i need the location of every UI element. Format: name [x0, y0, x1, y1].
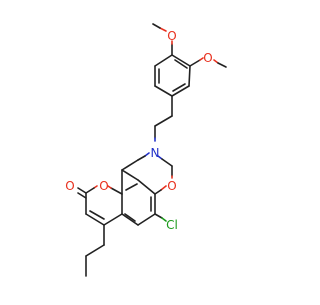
methoxy-side-oxygen-label: O — [203, 51, 212, 65]
bond — [103, 213, 123, 226]
bond — [121, 169, 139, 181]
bond — [154, 213, 163, 219]
bond — [107, 185, 112, 189]
bond — [154, 54, 173, 67]
bond — [160, 185, 167, 191]
bond — [157, 155, 163, 160]
nitrogen-label: N — [151, 146, 160, 160]
bond — [137, 179, 156, 195]
bond — [189, 59, 201, 67]
methoxy-top-oxygen-label: O — [167, 29, 176, 43]
structure-canvas: O O — [65, 23, 227, 277]
bond — [152, 23, 161, 29]
double-bond — [172, 83, 186, 92]
bond — [137, 155, 146, 161]
double-bond — [124, 213, 136, 222]
bond — [121, 159, 139, 171]
carbonyl-oxygen-label: O — [65, 179, 74, 193]
bond — [213, 59, 219, 64]
bond — [137, 213, 156, 226]
bond — [85, 244, 105, 257]
oxazine-oxygen-label: O — [167, 179, 176, 193]
bond — [85, 213, 105, 226]
ethyl-linker — [154, 95, 173, 142]
chloro-substituent: Cl — [154, 213, 178, 232]
bond — [121, 213, 139, 226]
bond — [199, 57, 204, 61]
double-bond — [77, 192, 87, 199]
bond — [171, 54, 191, 67]
bond — [154, 189, 162, 195]
bond — [110, 187, 123, 195]
bond — [154, 85, 173, 97]
bond — [188, 65, 191, 87]
molecule-structure: O O — [65, 23, 227, 277]
bond — [85, 187, 95, 194]
bond — [154, 115, 173, 127]
bond — [217, 62, 227, 68]
pyranone-ring: O — [85, 179, 123, 226]
double-bond — [174, 59, 188, 69]
bond — [171, 85, 190, 97]
bond — [144, 152, 150, 157]
methoxy-top: O — [152, 23, 177, 56]
bond — [161, 158, 173, 167]
pyranone-oxygen-label: O — [99, 179, 108, 193]
double-bond — [125, 183, 138, 191]
bond — [77, 187, 87, 194]
bond — [161, 217, 167, 222]
dimethoxyphenyl-ring — [154, 54, 191, 97]
propyl-chain — [85, 224, 105, 277]
oxazine-ring: N O — [121, 146, 177, 195]
carbonyl-group: O — [65, 179, 87, 199]
central-benzene-ring — [121, 169, 156, 226]
chlorine-label: Cl — [166, 218, 178, 232]
bond — [159, 27, 167, 32]
methoxy-side: O — [189, 51, 227, 68]
double-bond — [89, 210, 105, 220]
